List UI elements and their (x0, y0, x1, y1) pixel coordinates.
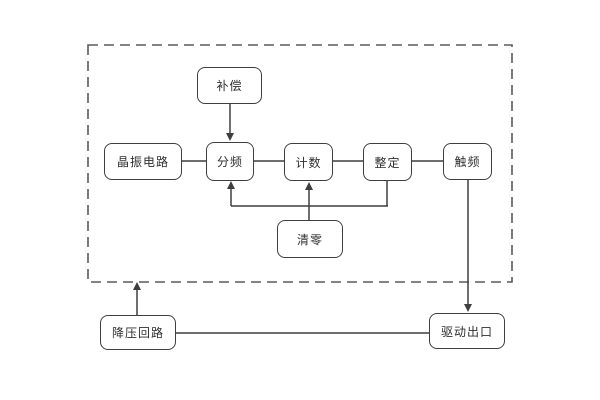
edge-compensation-to-divider (226, 104, 234, 141)
node-frequency-divider: 分频 (206, 142, 254, 181)
edge-stepdown-to-boundary (133, 282, 141, 315)
dashed-boundary (87, 44, 513, 283)
edge-clear-to-counter (305, 182, 313, 220)
node-setting: 整定 (363, 143, 412, 181)
node-counter: 计数 (284, 143, 333, 181)
node-trigger-frequency: 触频 (443, 143, 492, 180)
node-crystal-oscillator: 晶振电路 (104, 143, 182, 180)
edge-feedback-to-divider (227, 181, 235, 206)
node-compensation: 补偿 (197, 67, 262, 104)
node-drive-output: 驱动出口 (429, 313, 505, 349)
node-step-down-circuit: 降压回路 (100, 315, 176, 350)
edge-trigger-to-drive-output (464, 180, 472, 312)
node-clear: 清零 (277, 220, 343, 258)
